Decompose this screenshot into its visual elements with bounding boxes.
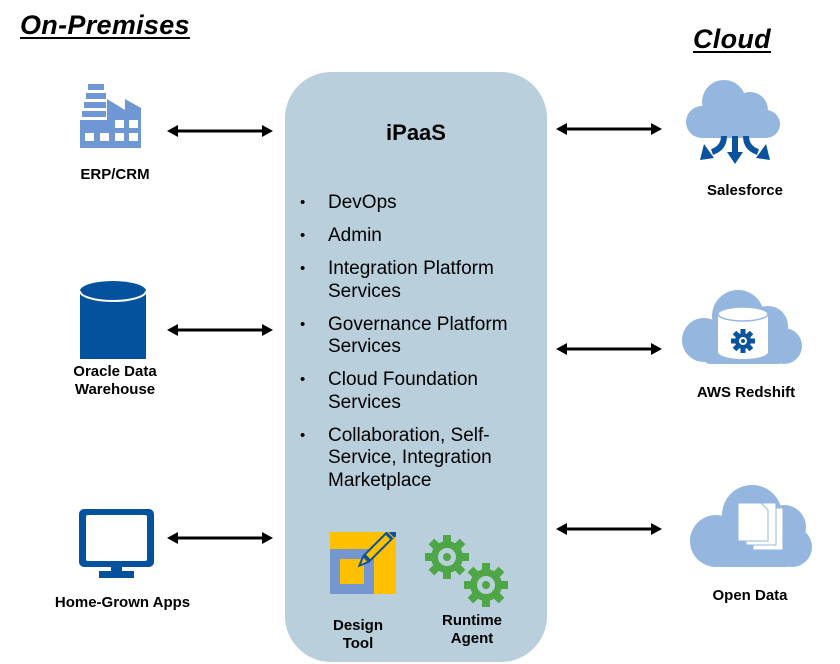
- ipaas-title: iPaaS: [386, 120, 446, 145]
- cloud-database-gear-icon: [682, 290, 802, 364]
- design-tool-label-line1: Design: [332, 617, 383, 634]
- home-grown-apps-label: Home-Grown Apps: [54, 594, 191, 611]
- oracle-ipaas-connector-arrow: [167, 324, 273, 336]
- aws-redshift-system[interactable]: [680, 290, 804, 366]
- open-data-label: Open Data: [712, 587, 788, 604]
- feature-text: Integration Platform: [328, 258, 494, 279]
- runtime-agent-label-line1: Runtime: [442, 612, 502, 629]
- design-tool-label: Design Tool: [318, 617, 398, 653]
- feature-text: Governance Platform: [328, 313, 508, 335]
- feature-text: Service, Integration: [328, 447, 492, 468]
- feature-text: Services: [328, 336, 401, 357]
- oracle-label-line2: Warehouse: [74, 381, 156, 398]
- runtime-agent-label-line2: Agent: [450, 630, 494, 647]
- on-premises-heading: On-Premises: [20, 10, 190, 40]
- oracle-data-warehouse-system[interactable]: [79, 281, 147, 359]
- oracle-data-warehouse-label: Oracle Data Warehouse: [55, 363, 175, 399]
- feature-text: DevOps: [328, 192, 397, 213]
- salesforce-system[interactable]: [686, 80, 780, 168]
- feature-text: Services: [328, 280, 401, 302]
- design-tool[interactable]: [330, 527, 398, 594]
- oracle-label-line1: Oracle Data: [73, 363, 157, 380]
- pencil-edit-icon: [330, 527, 398, 594]
- ipaas-box: [285, 72, 547, 662]
- erp-crm-system[interactable]: [80, 84, 152, 148]
- salesforce-label: Salesforce: [707, 182, 783, 199]
- monitor-icon: [79, 509, 154, 578]
- cloud-heading: Cloud: [693, 24, 771, 54]
- feature-text: Marketplace: [328, 469, 432, 491]
- feature-item: Collaboration, Self-Service, Integration…: [300, 425, 540, 493]
- feature-item: DevOps: [300, 192, 540, 215]
- factory-icon: [80, 84, 141, 148]
- erp-crm-label: ERP/CRM: [80, 166, 150, 183]
- database-cylinder-icon: [79, 281, 147, 359]
- runtime-agent-label: Runtime Agent: [432, 612, 512, 648]
- feature-text: Collaboration, Self-: [328, 424, 490, 446]
- ipaas-feature-list: DevOps Admin Integration PlatformService…: [300, 192, 540, 503]
- cloud-download-arrows-icon: [686, 80, 780, 164]
- gears-icon: [425, 535, 508, 607]
- aws-redshift-label: AWS Redshift: [696, 384, 796, 401]
- feature-text: Services: [328, 391, 401, 413]
- ipaas-redshift-connector-arrow: [556, 343, 662, 355]
- cloud-documents-icon: [690, 485, 812, 567]
- open-data-system[interactable]: [688, 483, 814, 573]
- home-grown-apps-system[interactable]: [79, 509, 154, 579]
- feature-text: Admin: [328, 225, 382, 246]
- ipaas-opendata-connector-arrow: [556, 523, 662, 535]
- runtime-agent[interactable]: [420, 535, 515, 610]
- feature-item: Admin: [300, 225, 540, 248]
- homegrown-ipaas-connector-arrow: [167, 532, 273, 544]
- ipaas-salesforce-connector-arrow: [556, 123, 662, 135]
- erp-ipaas-connector-arrow: [167, 125, 273, 137]
- feature-text: Cloud Foundation: [328, 369, 478, 390]
- design-tool-label-line2: Tool: [342, 635, 374, 652]
